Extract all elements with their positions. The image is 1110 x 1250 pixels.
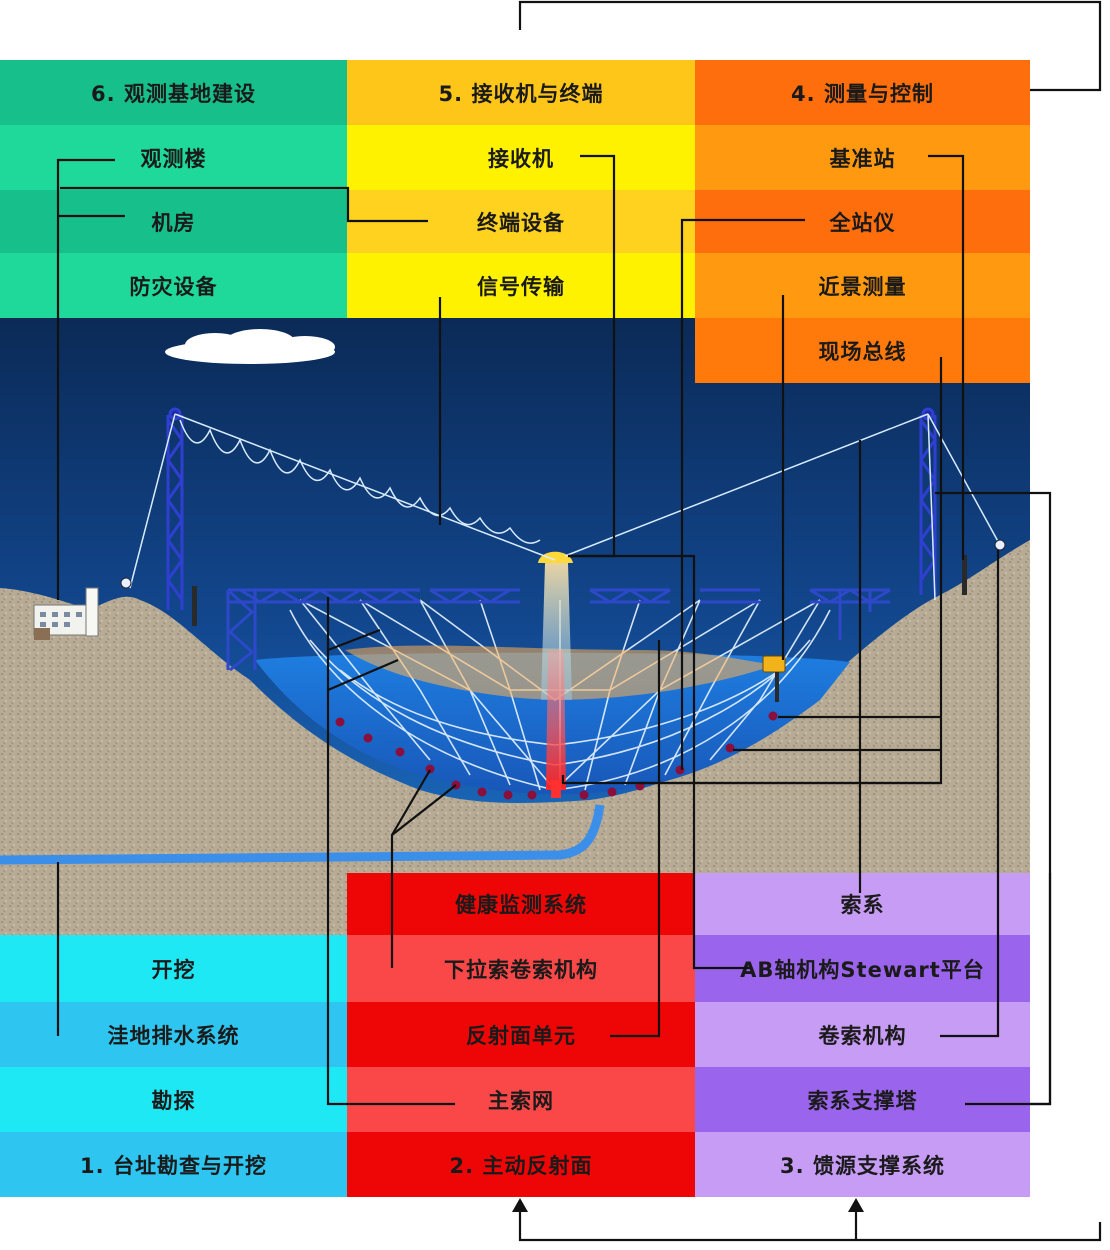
feed-item-ab-axis-stewart: AB轴机构Stewart平台 bbox=[695, 935, 1030, 1002]
site-title: 1. 台址勘查与开挖 bbox=[0, 1132, 347, 1197]
site-item-excavation: 开挖 bbox=[0, 935, 347, 1002]
pole bbox=[962, 555, 967, 595]
measurement-item-fieldbus: 现场总线 bbox=[695, 318, 1030, 383]
terrain-strip bbox=[0, 873, 347, 935]
arrow-heads bbox=[512, 1198, 864, 1212]
measurement-item-total-station: 全站仪 bbox=[695, 190, 1030, 253]
measurement-title: 4. 测量与控制 bbox=[695, 60, 1030, 125]
reference-station-left-icon bbox=[120, 577, 132, 589]
terrain bbox=[0, 540, 1030, 873]
receiver-item-terminal: 终端设备 bbox=[347, 190, 695, 253]
measurement-item-close-range: 近景测量 bbox=[695, 253, 1030, 318]
observatory-item-building: 观测楼 bbox=[0, 125, 347, 190]
reflector-item-health-monitoring: 健康监测系统 bbox=[347, 873, 695, 935]
measurement-item-reference-station: 基准站 bbox=[695, 125, 1030, 190]
health-monitor-sensor bbox=[551, 780, 561, 798]
feed-item-cable-system: 索系 bbox=[695, 873, 1030, 935]
reflector-title: 2. 主动反射面 bbox=[347, 1132, 695, 1197]
site-item-survey: 勘探 bbox=[0, 1067, 347, 1132]
observation-building bbox=[33, 587, 99, 640]
feed-title: 3. 馈源支撑系统 bbox=[695, 1132, 1030, 1197]
reference-station-right-icon bbox=[994, 539, 1006, 551]
drainage-channel bbox=[0, 804, 605, 865]
laser-column bbox=[546, 650, 566, 790]
receiver-item-signal: 信号传输 bbox=[347, 253, 695, 318]
reflector-item-downpull-winch: 下拉索卷索机构 bbox=[347, 935, 695, 1002]
reflector-item-main-cable-net: 主索网 bbox=[347, 1067, 695, 1132]
feed-item-support-tower: 索系支撑塔 bbox=[695, 1067, 1030, 1132]
ring-truss bbox=[226, 588, 891, 672]
pole bbox=[775, 672, 779, 702]
feed-cabin bbox=[538, 551, 573, 563]
feed-item-cable-winch: 卷索机构 bbox=[695, 1002, 1030, 1067]
total-station-icon bbox=[762, 655, 786, 673]
reflector-item-panel-unit: 反射面单元 bbox=[347, 1002, 695, 1067]
actuator-nodes bbox=[335, 711, 778, 800]
observatory-item-disaster-prevention: 防灾设备 bbox=[0, 253, 347, 318]
receiver-title: 5. 接收机与终端 bbox=[347, 60, 695, 125]
cloud bbox=[165, 329, 335, 364]
observatory-item-machine-room: 机房 bbox=[0, 190, 347, 253]
observatory-title: 6. 观测基地建设 bbox=[0, 60, 347, 125]
right-support-tower bbox=[919, 407, 937, 595]
pole bbox=[192, 586, 197, 626]
site-item-drainage: 洼地排水系统 bbox=[0, 1002, 347, 1067]
receiver-item-receiver: 接收机 bbox=[347, 125, 695, 190]
left-support-tower bbox=[166, 407, 184, 610]
